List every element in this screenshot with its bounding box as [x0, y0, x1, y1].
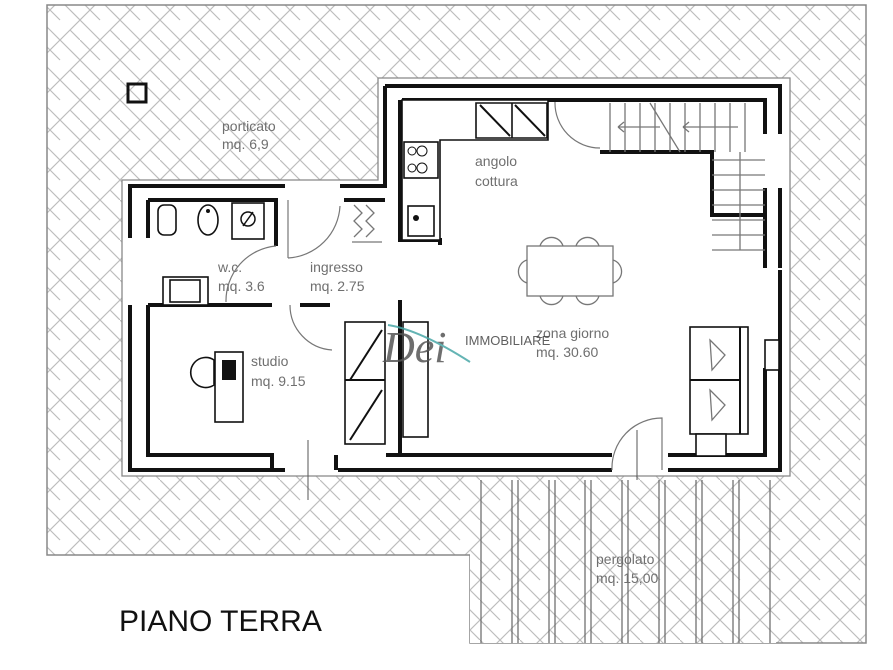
label-studio: studio [251, 353, 289, 369]
sofa [689, 326, 749, 457]
label-cottura: cottura [475, 173, 518, 189]
studio-desk [189, 351, 244, 423]
area-studio: mq. 9.15 [251, 373, 306, 389]
plan-title: PIANO TERRA [119, 605, 322, 638]
column [126, 82, 148, 104]
label-ingresso: ingresso [310, 259, 363, 275]
fireplace [764, 339, 780, 371]
label-angolo: angolo [475, 153, 517, 169]
label-zona-giorno: zona giorno [536, 325, 609, 341]
building [121, 77, 791, 477]
kitchen-counter [401, 99, 601, 241]
label-pergolato: pergolato [596, 551, 655, 567]
coat-rack [287, 200, 382, 259]
logo-subtitle: IMMOBILIARE [465, 333, 551, 348]
entry-cabinet [289, 304, 429, 445]
area-pergolato: mq. 15,00 [596, 570, 658, 586]
area-zona-giorno: mq. 30.60 [536, 344, 598, 360]
watermark-logo: Dei IMMOBILIARE [382, 323, 551, 372]
label-porticato: porticato [222, 118, 276, 134]
label-wc: w.c. [217, 259, 242, 275]
logo-brand: Dei [382, 323, 447, 372]
dining-table [517, 236, 623, 306]
door-main [611, 417, 663, 471]
staircase [609, 102, 765, 251]
bathroom-fixtures [157, 202, 277, 306]
area-ingresso: mq. 2.75 [310, 278, 365, 294]
pergola-beams [470, 480, 776, 643]
area-wc: mq. 3.6 [218, 278, 265, 294]
area-porticato: mq. 6,9 [222, 136, 269, 152]
